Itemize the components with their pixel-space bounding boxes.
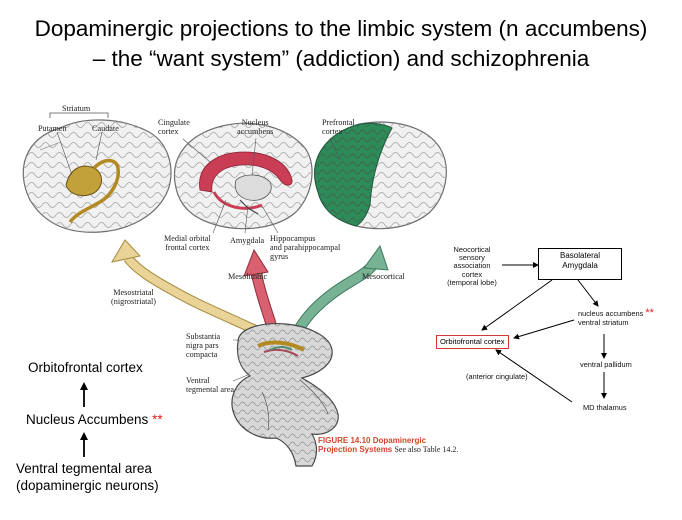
label-mesolimbic: Mesolimbic bbox=[228, 272, 268, 281]
title-line-2: – the “want system” (addiction) and schi… bbox=[92, 46, 590, 71]
node-ventral-pallidum: ventral pallidum bbox=[580, 360, 632, 369]
label-putamen: Putamen bbox=[38, 124, 67, 133]
node-neocortical-association-cortex: Neocortical sensory association cortex (… bbox=[447, 245, 497, 287]
node-nucleus-accumbens: nucleus accumbens ** ventral striatum bbox=[578, 307, 654, 328]
brainstem bbox=[231, 323, 339, 467]
caption-title-2: Projection Systems bbox=[318, 445, 393, 454]
node-orbitofrontal-cortex: Orbitofrontal cortex bbox=[436, 335, 509, 349]
title-line-1: Dopaminergic projections to the limbic s… bbox=[34, 16, 648, 41]
label-prefrontal-cortex: Prefrontal cortex bbox=[322, 118, 355, 136]
node-basolateral-amygdala: Basolateral Amygdala bbox=[538, 248, 622, 280]
brain-medial-mesolimbic bbox=[173, 122, 313, 230]
label-cingulate-cortex: Cingulate cortex bbox=[158, 118, 190, 136]
label-striatum: Striatum bbox=[62, 104, 91, 113]
label-medial-orbital-frontal-cortex: Medial orbital frontal cortex bbox=[164, 234, 211, 252]
striatum-bracket bbox=[49, 112, 109, 118]
brain-lateral-prefrontal bbox=[314, 121, 447, 230]
chain-vta: Ventral tegmental area (dopaminergic neu… bbox=[16, 461, 159, 493]
label-mesocortical: Mesocortical bbox=[362, 272, 405, 281]
figure-caption: FIGURE 14.10 Dopaminergic Projection Sys… bbox=[318, 436, 458, 454]
caption-note: See also Table 14.2. bbox=[394, 445, 459, 454]
label-substantia-nigra: Substantia nigra pars compacta bbox=[186, 332, 221, 359]
label-caudate: Caudate bbox=[92, 124, 119, 133]
label-amygdala: Amygdala bbox=[230, 236, 265, 245]
chain-nucleus-accumbens: Nucleus Accumbens ** bbox=[26, 412, 163, 427]
node-anterior-cingulate: (anterior cingulate) bbox=[466, 372, 528, 381]
slide-title: Dopaminergic projections to the limbic s… bbox=[0, 14, 682, 74]
node-md-thalamus: MD thalamus bbox=[583, 403, 627, 412]
label-nucleus-accumbens: Nucleus accumbens bbox=[237, 118, 274, 136]
chain-orbitofrontal: Orbitofrontal cortex bbox=[28, 360, 143, 375]
chain-stars: ** bbox=[152, 412, 163, 427]
nacc-stars: ** bbox=[645, 307, 654, 319]
label-ventral-tegmental-area: Ventral tegmental area bbox=[186, 376, 234, 394]
caption-title: FIGURE 14.10 Dopaminergic bbox=[318, 436, 427, 445]
label-mesostriatal: Mesostriatal (nigrostriatal) bbox=[111, 288, 157, 306]
brain-lateral-striatum bbox=[22, 119, 172, 233]
label-hippocampus: Hippocampus and parahippocampal gyrus bbox=[270, 234, 341, 261]
